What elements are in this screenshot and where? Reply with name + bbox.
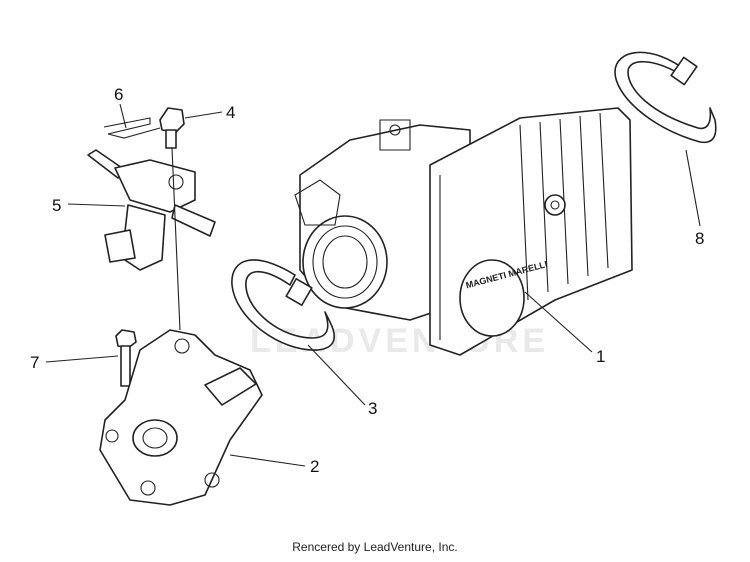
callout-1[interactable]: 1 [596,347,605,366]
callout-8[interactable]: 8 [695,229,704,248]
fuel-injector[interactable] [87,149,216,271]
throttle-body[interactable]: MAGNETI MARELLI [294,107,633,356]
callout-5[interactable]: 5 [52,196,61,215]
rendered-by-credit: Rencered by LeadVenture, Inc. [292,540,458,554]
callout-7[interactable]: 7 [30,353,39,372]
leader-lines [45,103,701,467]
callout-6[interactable]: 6 [114,85,123,104]
callout-2[interactable]: 2 [310,457,319,476]
callout-3[interactable]: 3 [368,399,377,418]
callout-4[interactable]: 4 [226,103,235,122]
spring-clip[interactable] [103,117,161,139]
hose-clamp-medium[interactable] [231,259,335,351]
hose-clamp-large[interactable] [614,51,717,144]
bolt-lower[interactable] [115,329,137,387]
bolt-upper[interactable] [159,107,185,149]
intake-manifold[interactable] [99,329,263,506]
